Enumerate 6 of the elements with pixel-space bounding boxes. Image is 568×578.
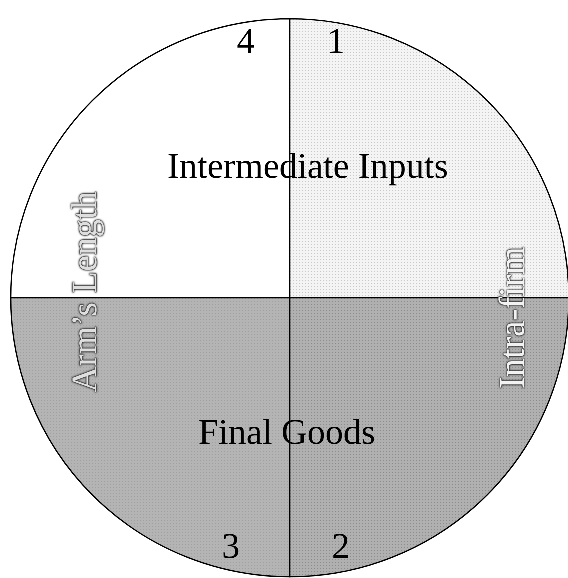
axis-label: Arm’s Length — [66, 192, 102, 392]
quadrant-number: 3 — [222, 528, 240, 564]
quadrant-number: 4 — [237, 23, 255, 59]
quadrant-number: 2 — [332, 528, 350, 564]
quadrant-number: 1 — [327, 23, 345, 59]
axis-label: Intra-firm — [494, 247, 530, 389]
